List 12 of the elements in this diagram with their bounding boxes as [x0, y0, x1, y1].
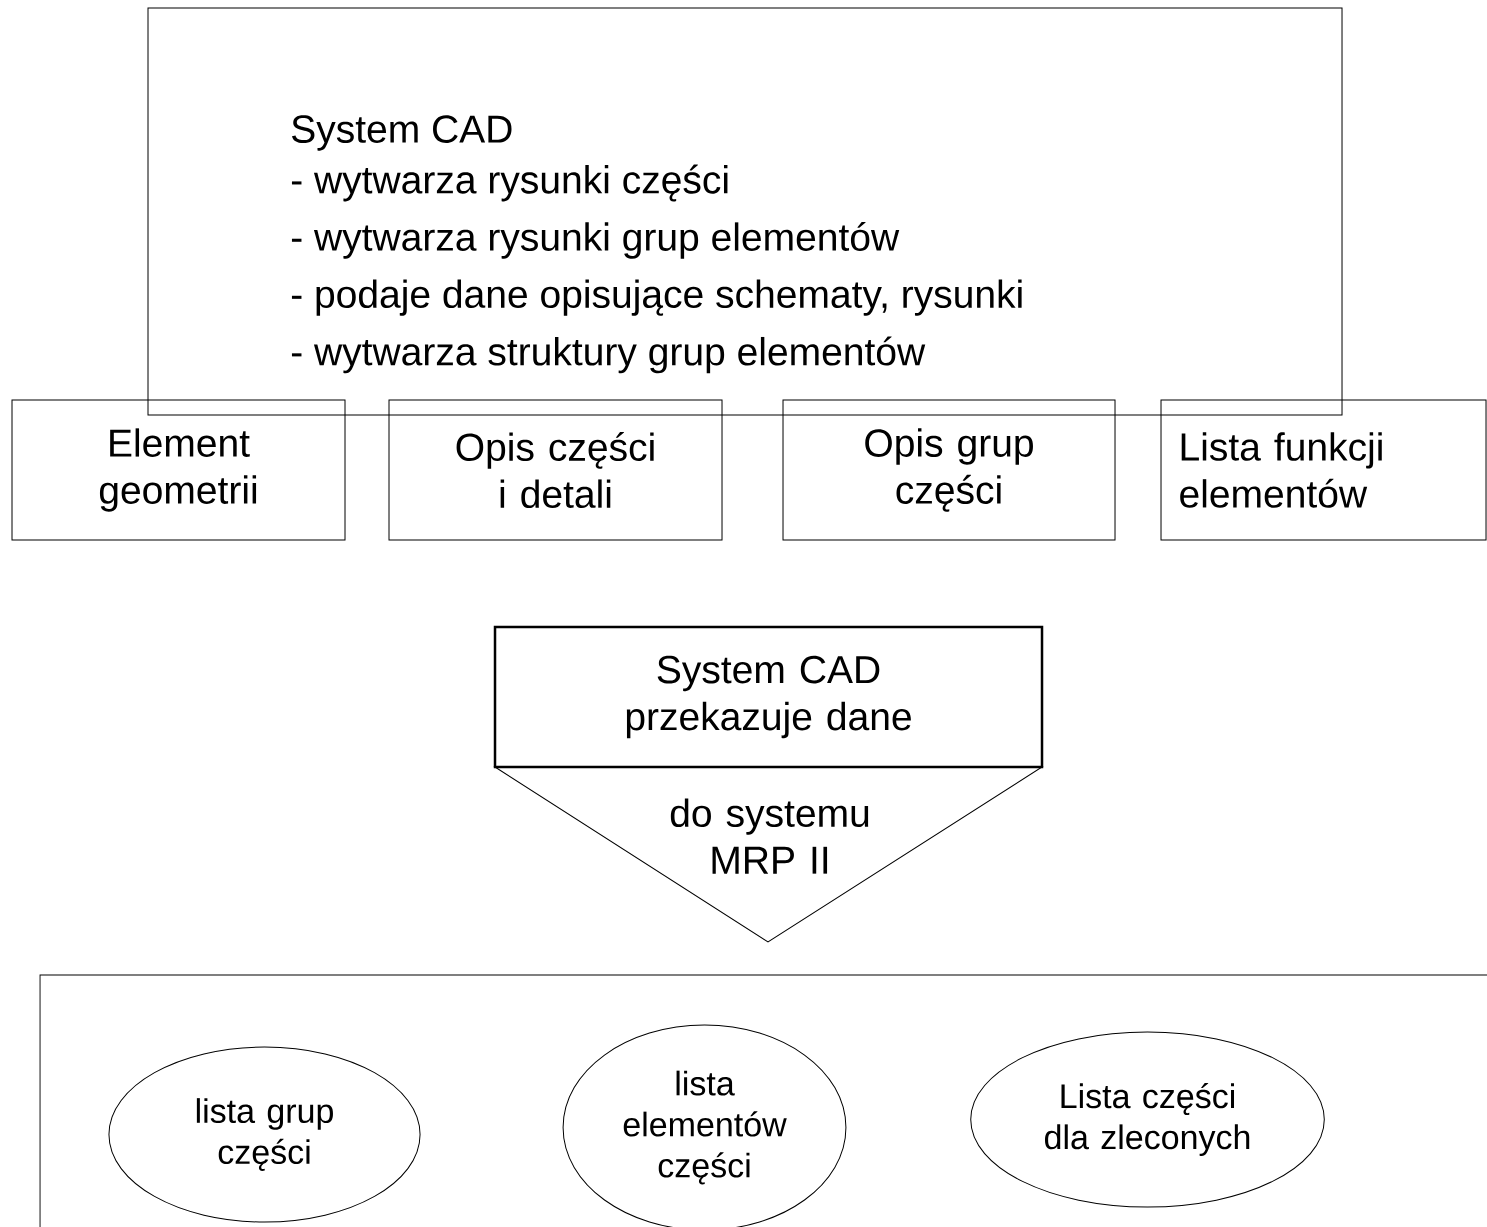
process-box: Lista funkcji elementów [1160, 399, 1487, 541]
process-box: Opis części i detali [388, 399, 723, 541]
heading: System CAD [292, 115, 512, 151]
bullet-item: - wytwarza rysunki części [291, 164, 728, 202]
process-box: System CAD przekazuje dane [493, 625, 1044, 769]
bullet-item: - podaje dane opisujące schematy, rysunki [291, 279, 1022, 316]
process-box: Opis grup części [782, 399, 1116, 541]
process-box: Element geometrii [11, 399, 346, 541]
bullet-item: - wytwarza struktury grup elementów [291, 336, 926, 374]
bullet-item: - wytwarza rysunki grup elementów [291, 221, 900, 259]
triangle-label: do systemu MRP II [670, 798, 869, 874]
container-box [39, 974, 1487, 1227]
